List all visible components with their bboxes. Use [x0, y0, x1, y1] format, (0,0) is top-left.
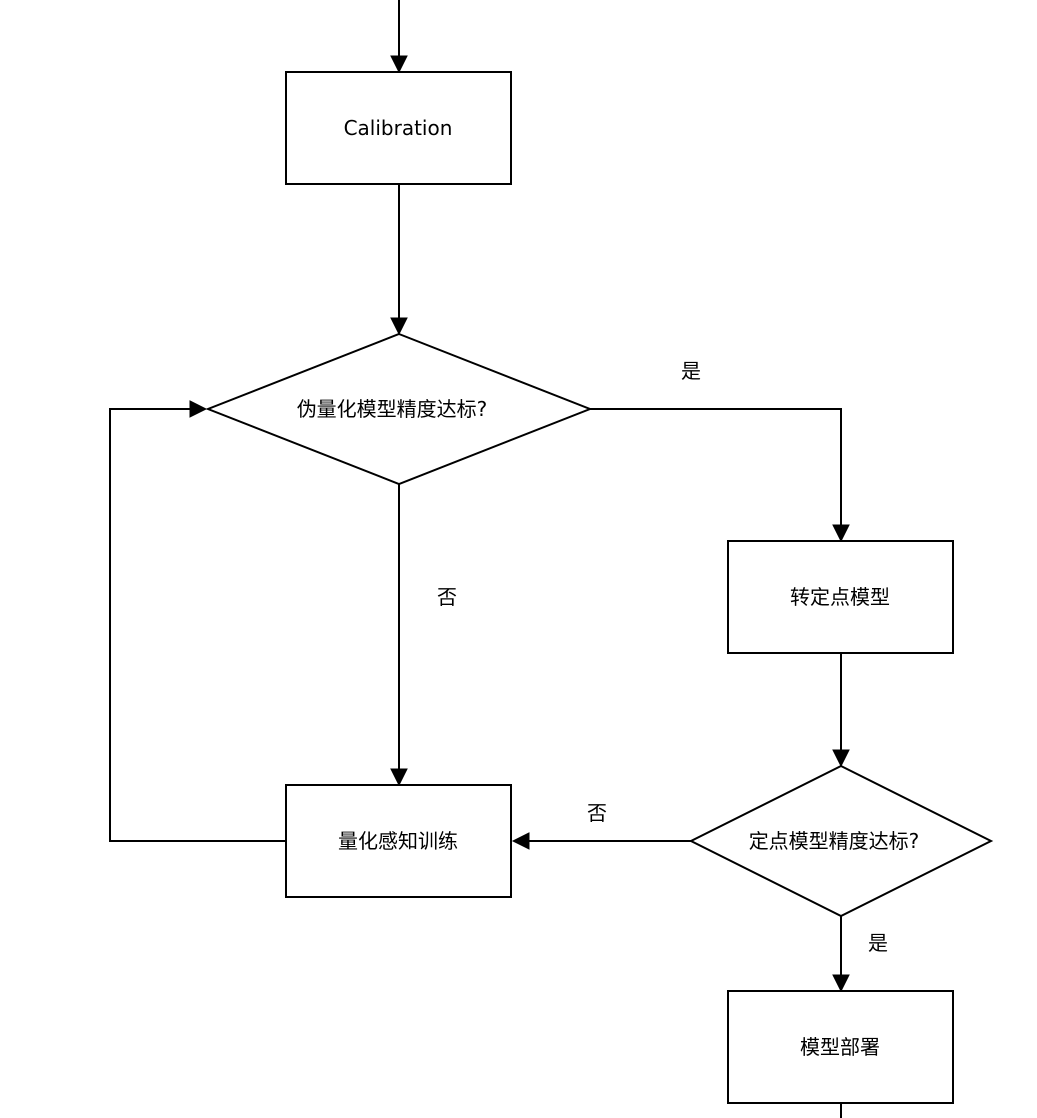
node-fake-quant-check: 伪量化模型精度达标?: [205, 332, 593, 486]
arrowhead-model-deploy: [832, 974, 850, 993]
edge-qat-loop-back: [109, 408, 286, 842]
edge-fake-quant-yes: [590, 408, 842, 527]
fake-quant-check-diamond: [205, 332, 593, 486]
model-deploy-box: [727, 990, 954, 1104]
fake-quant-check-label: 伪量化模型精度达标?: [297, 397, 488, 421]
convert-fixed-point-box: [727, 540, 954, 654]
fixed-point-check-label: 定点模型精度达标?: [749, 829, 920, 853]
arrowhead-qat-training-from-top: [390, 768, 408, 787]
arrowhead-fixed-point-check: [832, 749, 850, 768]
qat-training-box: [285, 784, 512, 898]
fixed-point-no-label: 否: [587, 801, 607, 825]
fixed-point-yes-label: 是: [868, 931, 888, 955]
arrowhead-calibration: [390, 55, 408, 74]
node-calibration: Calibration: [285, 71, 512, 185]
node-model-deploy: 模型部署: [727, 990, 954, 1104]
arrowhead-convert-fixed-point: [832, 524, 850, 543]
arrowhead-qat-training-from-right: [511, 832, 530, 850]
fake-quant-no-label: 否: [437, 585, 457, 609]
model-deploy-label: 模型部署: [800, 1035, 880, 1059]
fixed-point-check-diamond: [688, 764, 994, 918]
calibration-label: Calibration: [344, 116, 453, 140]
qat-training-label: 量化感知训练: [338, 829, 458, 853]
convert-fixed-point-label: 转定点模型: [790, 585, 890, 609]
node-convert-fixed-point: 转定点模型: [727, 540, 954, 654]
fake-quant-yes-label: 是: [681, 359, 701, 383]
node-fixed-point-check: 定点模型精度达标?: [688, 764, 994, 918]
arrowhead-fake-quant-check: [390, 317, 408, 336]
arrowhead-loop-back: [189, 400, 208, 418]
node-qat-training: 量化感知训练: [285, 784, 512, 898]
calibration-box: [285, 71, 512, 185]
